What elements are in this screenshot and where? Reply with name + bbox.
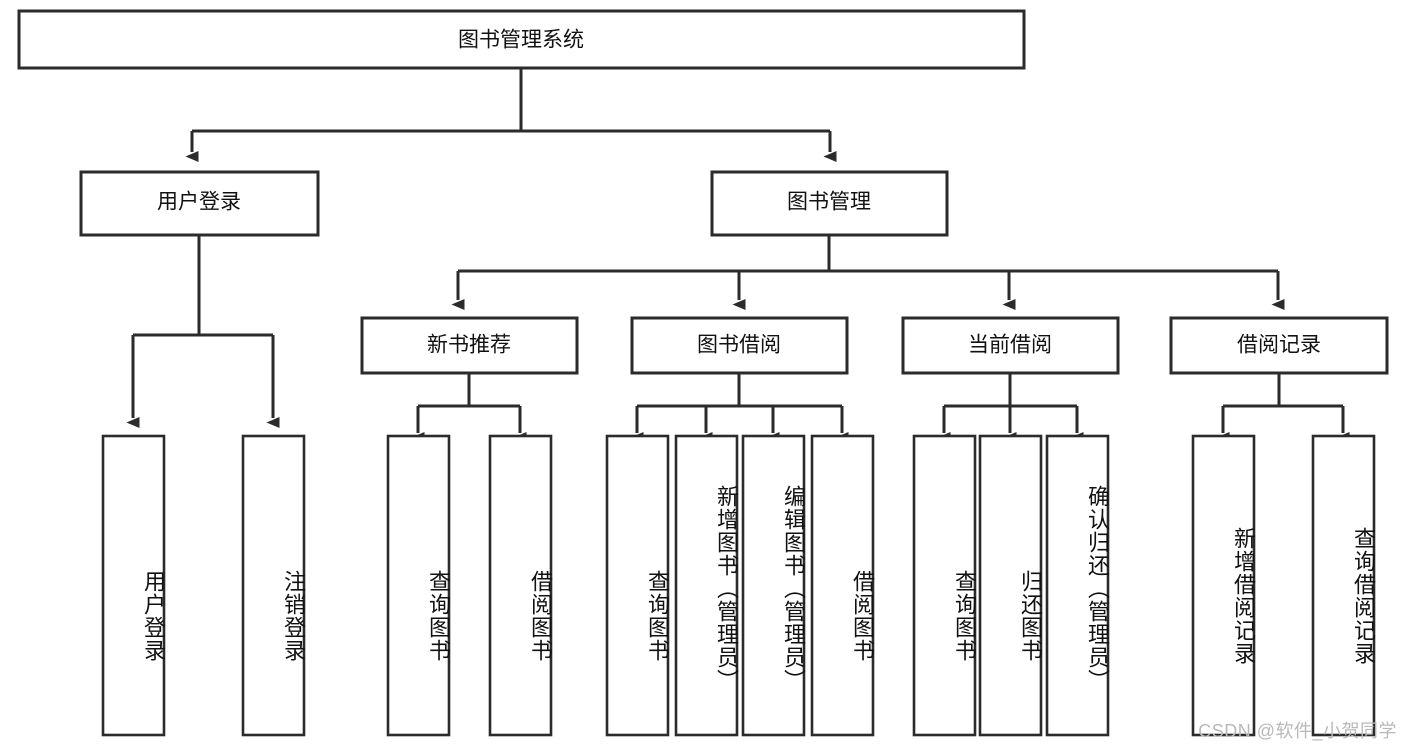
node-new-book-recommend[interactable]: 新书推荐 (360, 316, 579, 375)
node-book-management[interactable]: 图书管理 (710, 170, 949, 237)
node-root[interactable]: 图书管理系统 (17, 9, 1026, 70)
leaf-box-confirm-return[interactable] (1045, 434, 1110, 737)
node-book-borrow-label: 图书借阅 (697, 334, 781, 357)
node-book-borrow[interactable]: 图书借阅 (630, 316, 849, 375)
leaf-box-user-login[interactable] (101, 434, 166, 737)
node-borrow-record[interactable]: 借阅记录 (1169, 316, 1389, 375)
leaf-box-query-record[interactable] (1311, 434, 1376, 737)
csdn-watermark: CSDN @软件_小贺同学 (1198, 721, 1397, 741)
node-borrow-record-label: 借阅记录 (1237, 334, 1321, 357)
node-root-label: 图书管理系统 (458, 29, 584, 52)
leaf-box-query-book-1[interactable] (386, 434, 451, 737)
leaf-box-borrow-book-1[interactable] (488, 434, 553, 737)
connector-borrowrecord-to-leaves (1216, 373, 1350, 443)
node-current-borrow[interactable]: 当前借阅 (901, 316, 1120, 375)
leaf-box-borrow-book-2[interactable] (810, 434, 875, 737)
connector-userlogin-to-leaves (126, 235, 280, 428)
node-book-management-label: 图书管理 (787, 191, 871, 214)
leaf-box-add-record[interactable] (1191, 434, 1256, 737)
node-user-login[interactable]: 用户登录 (79, 170, 320, 237)
leaf-box-add-book[interactable] (674, 434, 739, 737)
connector-bookmgmt-to-level2 (451, 235, 1285, 310)
leaf-box-edit-book[interactable] (741, 434, 806, 737)
leaf-box-query-book-2[interactable] (605, 434, 670, 737)
connector-newbook-to-leaves (411, 373, 527, 443)
connector-bookborrow-to-leaves (630, 373, 849, 443)
leaf-box-return-book[interactable] (978, 434, 1043, 737)
connector-currentborrow-to-leaves (937, 373, 1084, 443)
leaf-box-query-book-3[interactable] (912, 434, 977, 737)
node-current-borrow-label: 当前借阅 (968, 334, 1052, 357)
node-new-book-recommend-label: 新书推荐 (427, 334, 511, 357)
leaf-boxes (101, 434, 1376, 737)
node-user-login-label: 用户登录 (157, 191, 241, 214)
leaf-box-logout-login[interactable] (241, 434, 306, 737)
connector-root-to-level1 (185, 68, 837, 162)
